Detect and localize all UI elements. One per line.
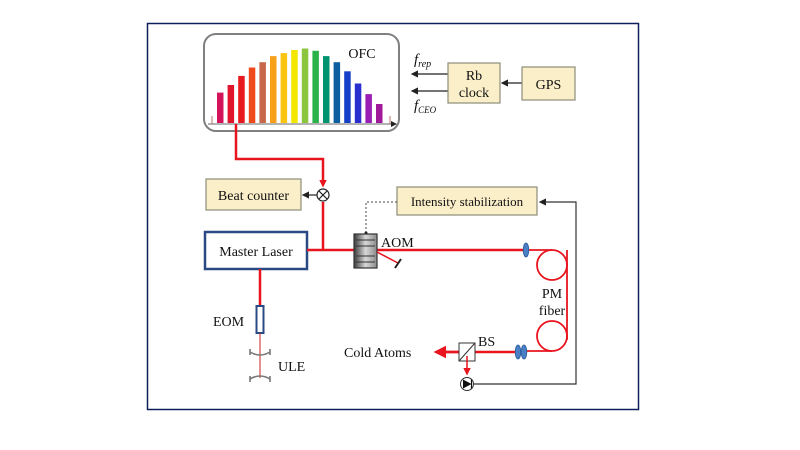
beam-block-icon — [394, 258, 402, 269]
comb-line — [365, 94, 372, 123]
feedback-line — [467, 198, 577, 385]
fiber-output-lens-icon — [514, 344, 528, 360]
rb-clock-label-line1: Rb — [466, 69, 482, 84]
comb-line — [270, 56, 277, 123]
comb-line — [323, 56, 330, 123]
fiber-coupler-lens-top — [522, 242, 530, 258]
cold-atoms-label: Cold Atoms — [344, 346, 411, 361]
eom-icon — [255, 305, 265, 334]
comb-line — [301, 48, 309, 123]
intensity-stabilization-box: Intensity stabilization — [396, 186, 538, 216]
bs-label: BS — [478, 335, 495, 350]
rb-clock-box: Rb clock — [447, 62, 501, 104]
aom-label: AOM — [381, 236, 414, 251]
comb-line — [376, 104, 383, 123]
aom-deflected-beam — [376, 251, 399, 264]
photodiode-icon — [460, 377, 474, 391]
ule-label: ULE — [278, 360, 305, 375]
comb-line — [217, 92, 224, 123]
rb-clock-label-line2: clock — [459, 86, 489, 101]
pm-fiber — [527, 249, 568, 352]
beat-counter-box: Beat counter — [205, 178, 302, 211]
comb-line — [312, 50, 319, 123]
comb-line — [248, 67, 256, 123]
mixer-icon — [316, 188, 330, 202]
eom-label: EOM — [213, 315, 245, 330]
comb-line — [291, 50, 298, 123]
ule-cavity-icon — [249, 349, 271, 382]
comb-line — [333, 62, 341, 123]
comb-line — [280, 53, 288, 123]
frep-label: frep — [414, 52, 431, 70]
aom-icon — [353, 233, 378, 269]
pm-fiber-label-line1: PM — [542, 287, 563, 302]
gps-label: GPS — [536, 78, 562, 93]
master-laser-label: Master Laser — [219, 245, 293, 260]
comb-line — [227, 85, 235, 123]
comb-line — [354, 83, 362, 123]
gps-box: GPS — [521, 66, 576, 101]
fceo-label: fCEO — [414, 98, 437, 115]
comb-line — [238, 75, 245, 123]
beat-counter-label: Beat counter — [218, 189, 289, 204]
comb-line — [259, 62, 266, 123]
ofc-panel: OFC — [203, 33, 400, 132]
comb-lines — [217, 48, 383, 123]
master-laser-box: Master Laser — [203, 230, 309, 271]
intensity-stabilization-label: Intensity stabilization — [411, 194, 524, 209]
pm-fiber-label-line2: fiber — [539, 304, 566, 319]
comb-line — [344, 71, 351, 123]
ofc-label: OFC — [348, 47, 375, 62]
comb-beam — [234, 124, 325, 185]
